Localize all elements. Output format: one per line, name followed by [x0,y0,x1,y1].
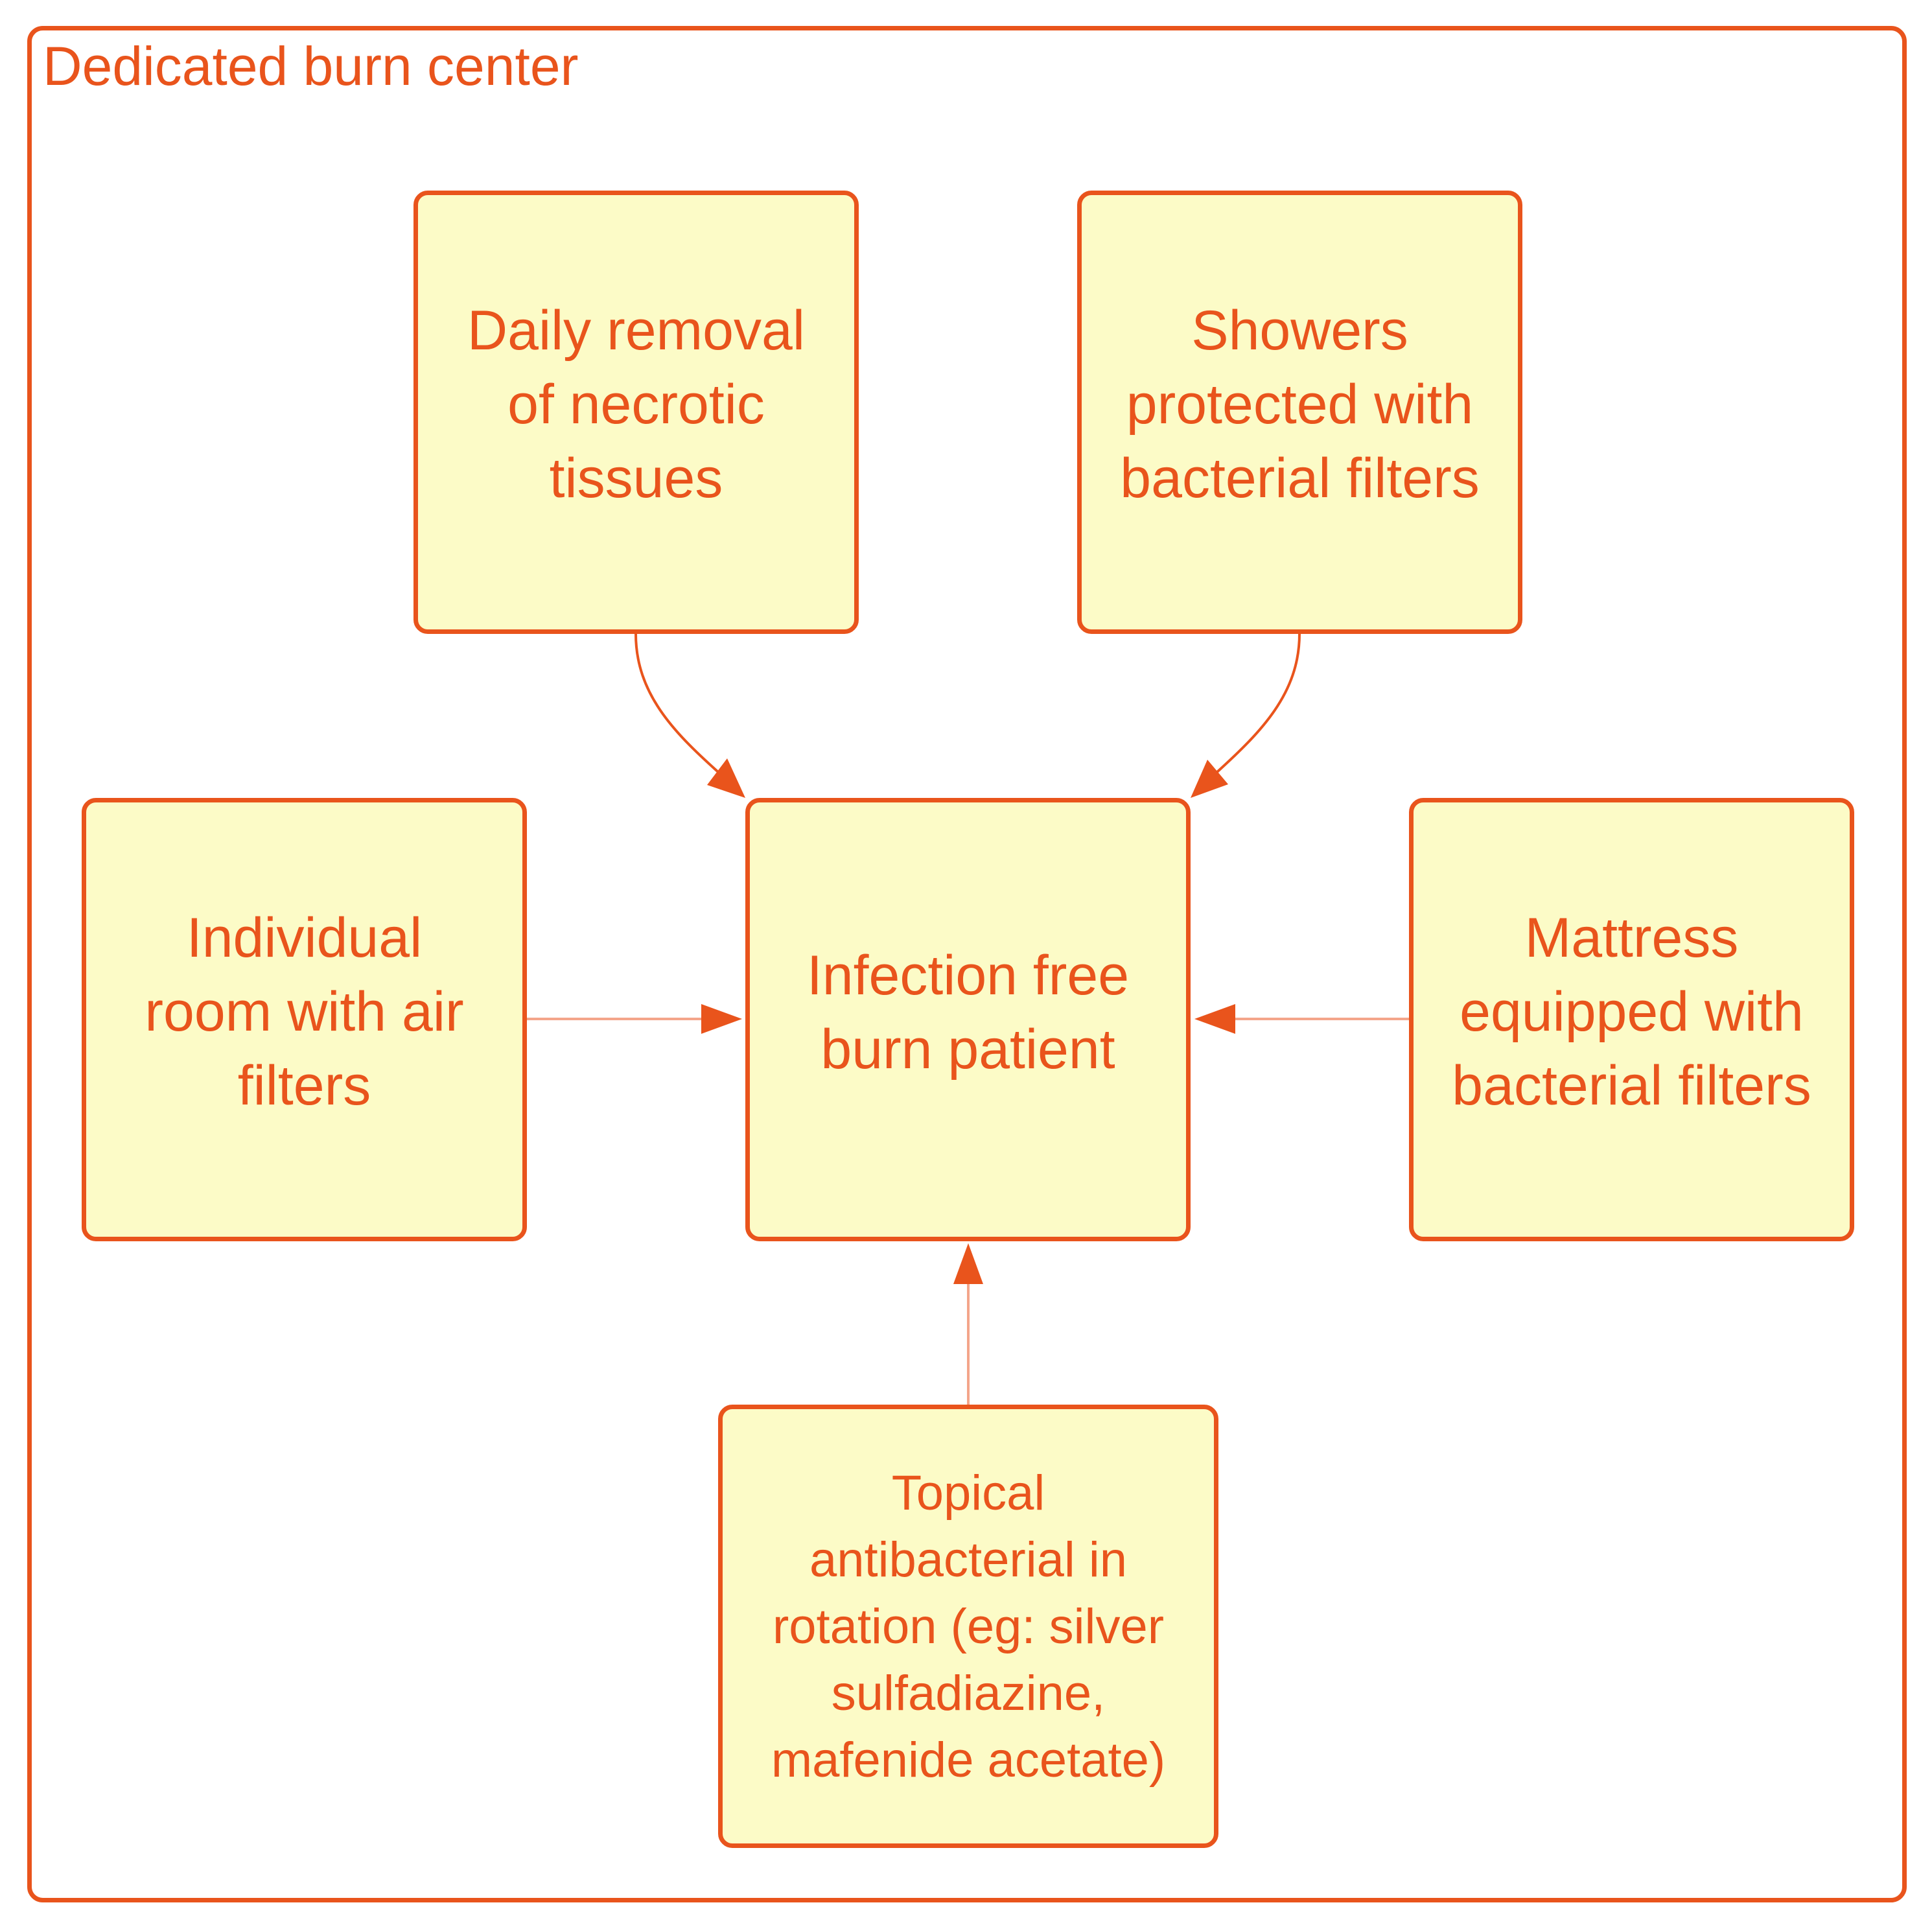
node-showers: Showers protected with bacterial filters [1077,191,1522,634]
node-showers-label: Showers protected with bacterial filters [1120,299,1480,509]
arrowhead-mattress [1194,1004,1235,1034]
node-infection-free-patient: Infection free burn patient [745,798,1191,1241]
arrowhead-topical [953,1243,983,1284]
arrowhead-showers [1191,760,1228,798]
node-mattress: Mattress equipped with bacterial filters [1409,798,1854,1241]
arrowhead-daily [707,758,745,798]
edge-daily-to-center [634,633,719,773]
node-topical-label: Topical antibacterial in rotation (eg: s… [771,1465,1166,1788]
edge-showers-to-center [1216,633,1301,773]
container-title: Dedicated burn center [43,36,579,97]
node-topical-antibacterial: Topical antibacterial in rotation (eg: s… [718,1405,1218,1848]
arrowhead-individual [701,1004,742,1034]
node-individual-room: Individual room with air filters [82,798,527,1241]
node-individual-room-label: Individual room with air filters [145,907,464,1117]
node-center-label: Infection free burn patient [806,944,1130,1081]
node-daily-removal: Daily removal of necrotic tissues [413,191,859,634]
node-daily-removal-label: Daily removal of necrotic tissues [467,299,805,509]
node-mattress-label: Mattress equipped with bacterial filters [1452,907,1811,1117]
